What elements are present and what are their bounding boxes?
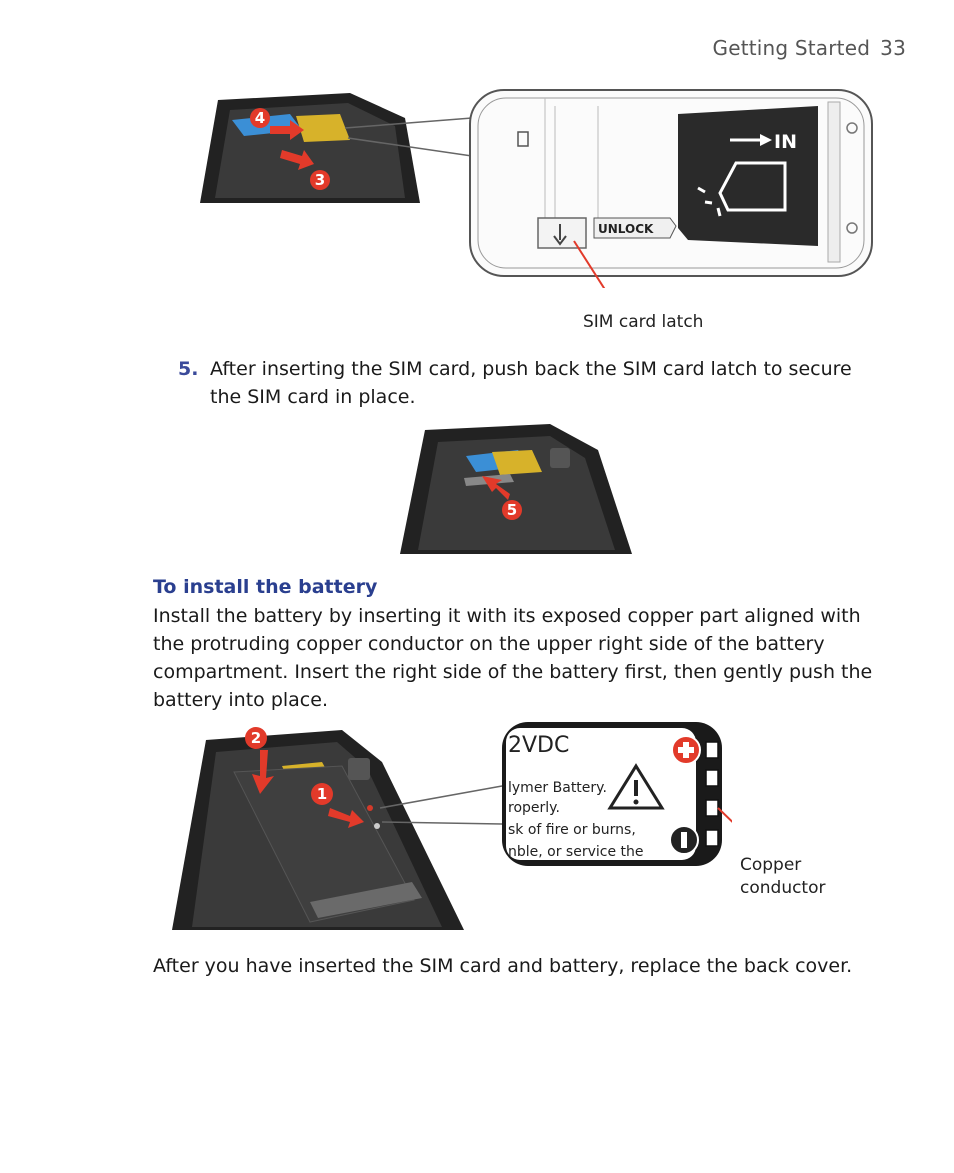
copper-contact [705,799,719,817]
badge-1-text: 1 [317,785,327,803]
zoom-line-top [344,117,473,129]
slide-arrow [280,150,314,170]
sim-card [492,450,542,475]
label-line-2: roperly. [508,800,560,816]
sim-latch [537,217,587,249]
page-number: 33 [880,36,906,60]
conductor-callout-line [717,807,732,823]
push-arrow [482,476,510,500]
caption-line-1: Copper [740,855,802,875]
step-number: 5. [178,358,199,380]
zoom-line-bottom [347,137,473,157]
badge-4 [250,108,270,128]
zoom-line-top [379,785,503,809]
down-arrow [252,750,274,794]
battery-illustration: 2 1 2VDC lymer Battery. roperly. sk of f… [172,722,732,930]
label-line-voltage: 2VDC [508,733,569,758]
down-arrow-icon [553,235,567,246]
unlock-label: UNLOCK [598,222,654,236]
latch-illustration: 5 [400,424,632,554]
battery [233,765,415,923]
sim-slot [678,106,818,246]
badge-3-text: 3 [315,171,325,189]
warning-icon [607,763,665,810]
copper-contact [705,741,719,759]
step-text: After inserting the SIM card, push back … [210,358,852,408]
label-line-3: sk of fire or burns, [508,822,636,838]
push-arrow [328,808,364,828]
page-header: Getting Started 33 [713,36,907,60]
copper-contact [705,769,719,787]
latch-callout-line [573,240,606,288]
badge-5-text: 5 [507,501,517,519]
badge-3 [310,170,330,190]
sim-latch-caption: SIM card latch [583,312,704,332]
badge-1 [311,783,333,805]
label-line-4: nble, or service the [508,844,644,860]
section-title: Getting Started [712,36,871,60]
zoom-line-bottom [381,821,503,825]
badge-4-text: 4 [255,109,265,127]
in-label: IN [774,131,797,153]
copper-contact [705,829,719,847]
insert-arrow [270,120,304,140]
badge-2 [245,727,267,749]
badge-5 [502,500,522,520]
sim-outline-icon [718,161,787,212]
badge-2-text: 2 [251,729,261,747]
battery-instructions: Install the battery by inserting it with… [153,605,873,711]
section-heading: To install the battery [153,576,378,598]
sim-card [296,114,350,142]
caption-line-2: conductor [740,878,826,898]
closing-text: After you have inserted the SIM card and… [153,955,853,977]
copper-conductor-caption: Copper conductor [740,854,826,900]
sim-insert-illustration: 4 3 IN UNLOCK [200,89,873,288]
label-line-1: lymer Battery. [508,780,607,796]
